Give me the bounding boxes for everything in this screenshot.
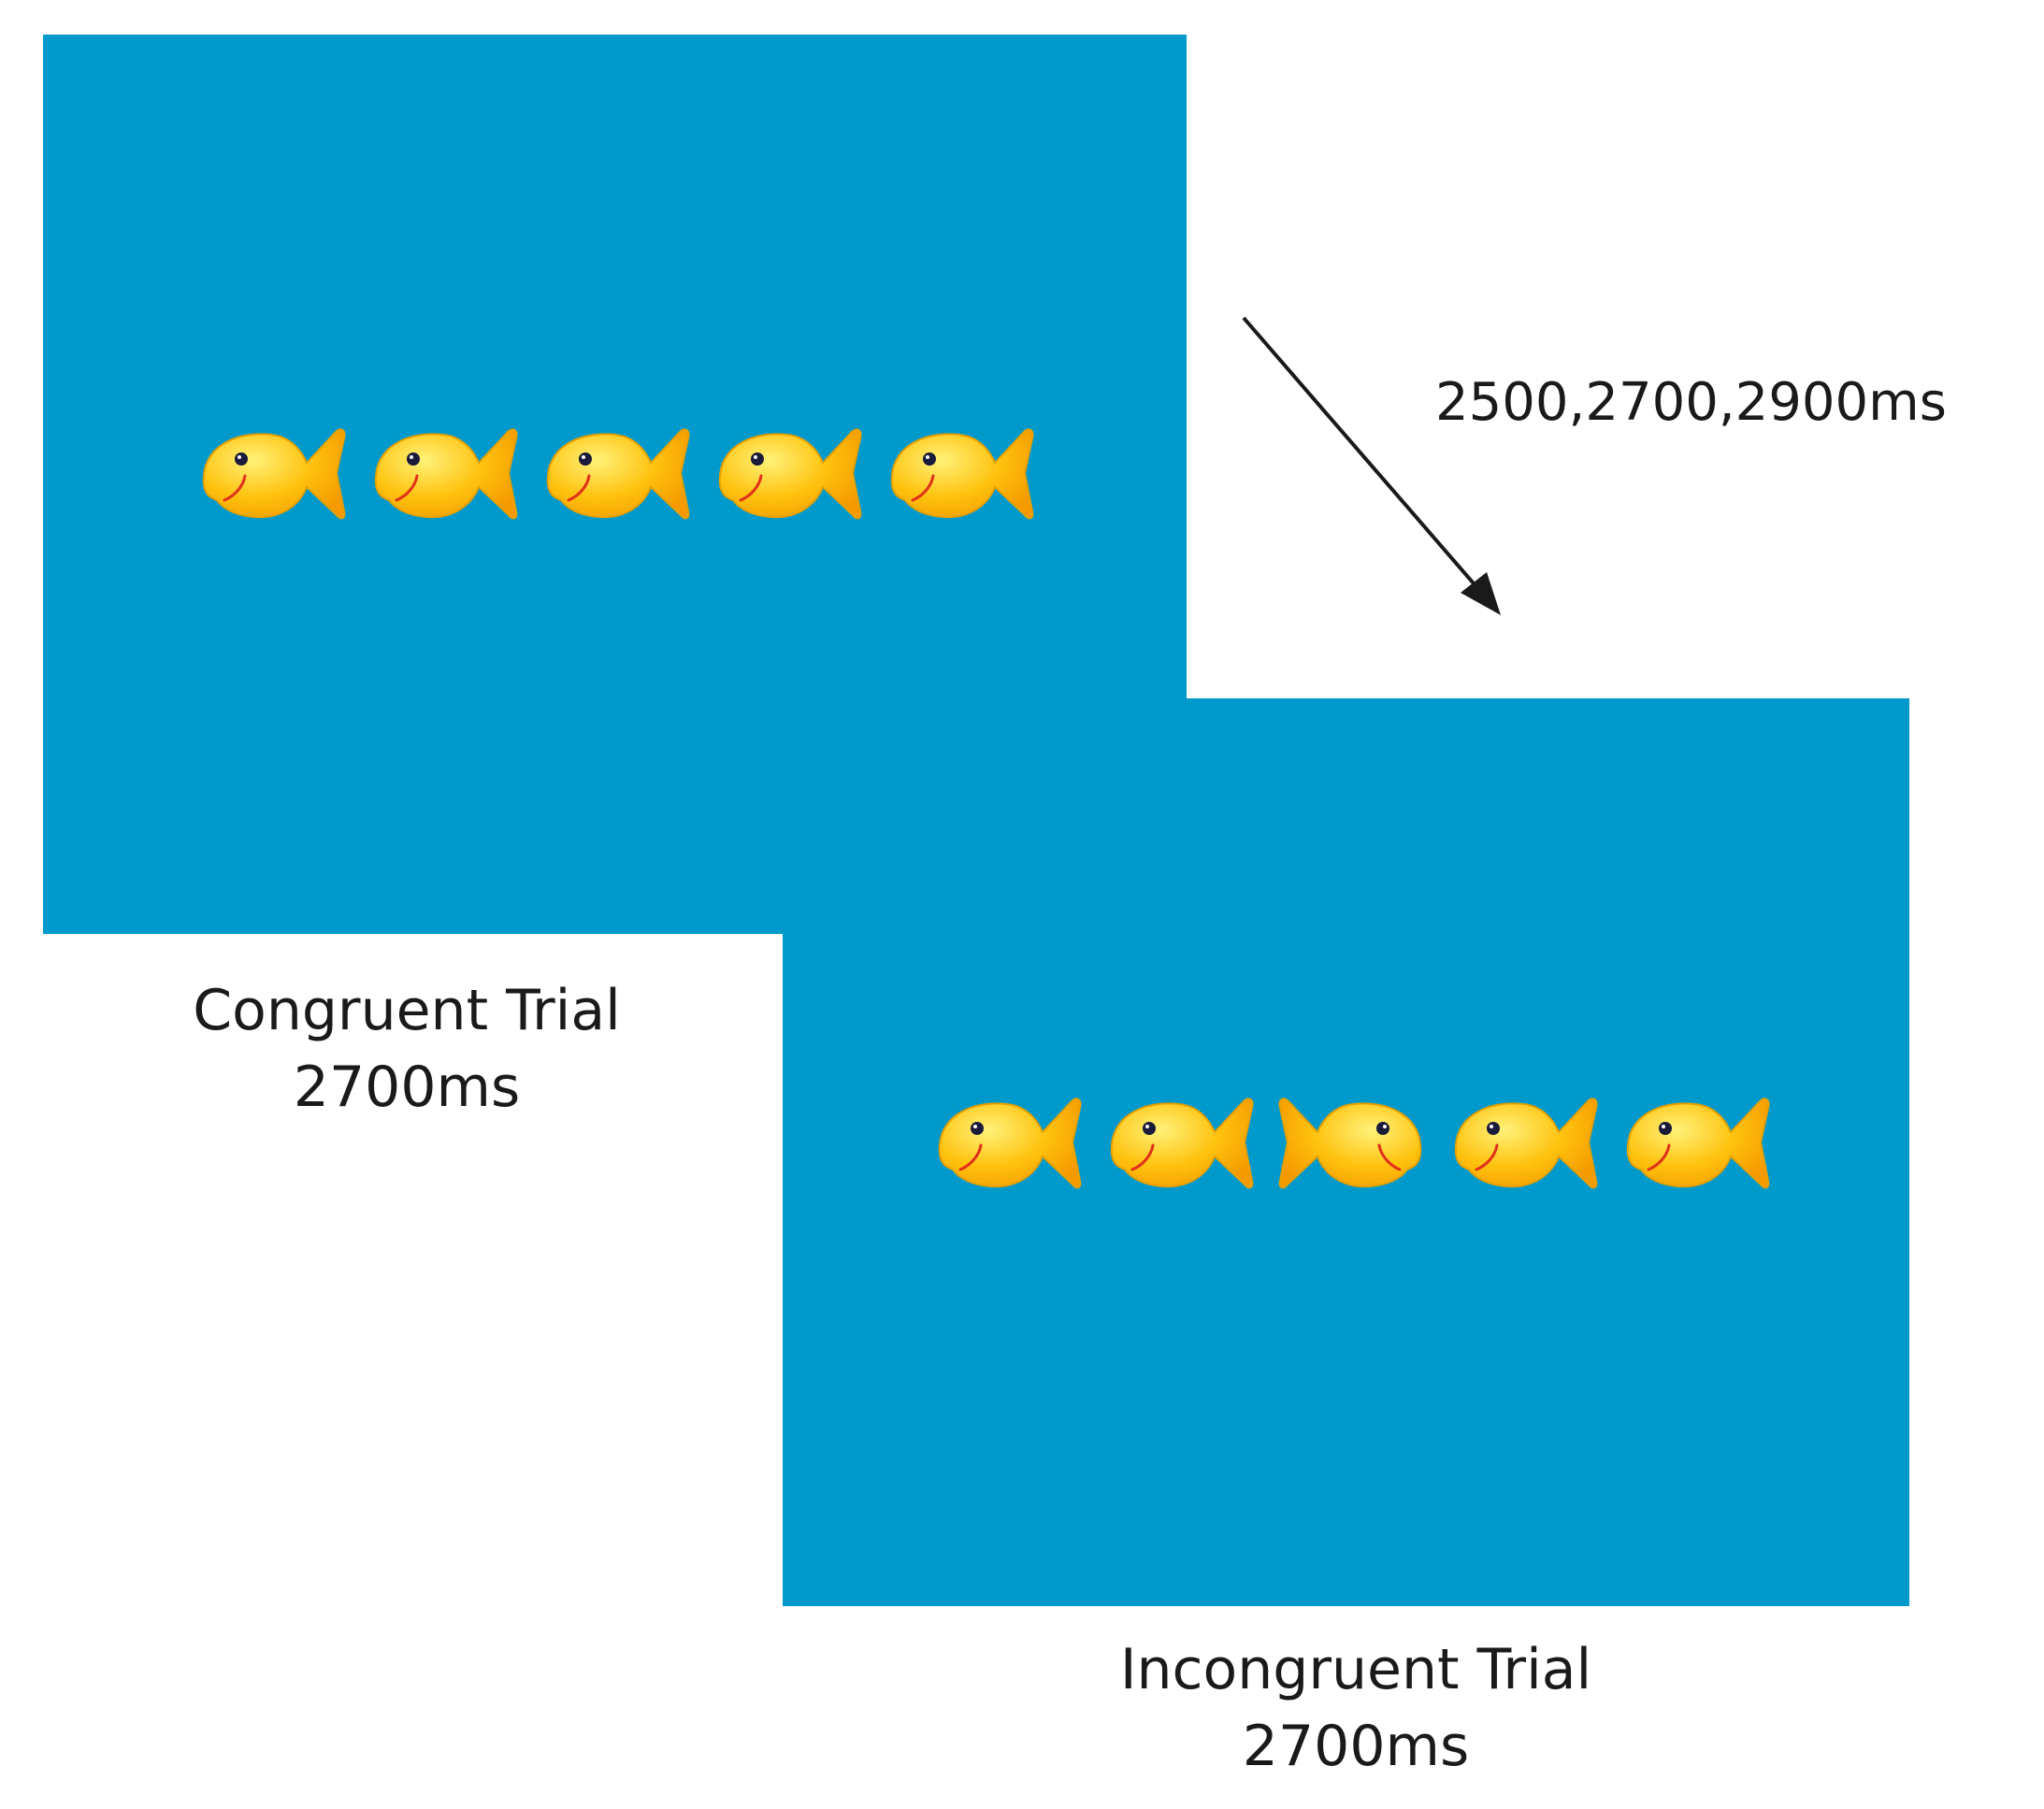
fish-icon bbox=[713, 422, 864, 524]
congruent-title: Congruent Trial bbox=[193, 978, 621, 1043]
incongruent-duration: 2700ms bbox=[1242, 1714, 1470, 1779]
congruent-caption: Congruent Trial 2700ms bbox=[140, 972, 673, 1126]
incongruent-caption: Incongruent Trial 2700ms bbox=[1075, 1631, 1636, 1785]
incongruent-fish-row bbox=[932, 1091, 1772, 1194]
congruent-fish-row bbox=[196, 422, 1036, 524]
incongruent-title: Incongruent Trial bbox=[1119, 1637, 1592, 1702]
fish-icon bbox=[540, 422, 692, 524]
fish-icon bbox=[885, 422, 1036, 524]
fish-icon bbox=[1620, 1091, 1772, 1194]
fish-icon bbox=[932, 1091, 1084, 1194]
fish-icon bbox=[1276, 1091, 1428, 1194]
inter-trial-interval-label: 2500,2700,2900ms bbox=[1435, 372, 1947, 433]
fish-icon bbox=[368, 422, 520, 524]
congruent-duration: 2700ms bbox=[293, 1055, 521, 1120]
fish-icon bbox=[196, 422, 348, 524]
fish-icon bbox=[1448, 1091, 1600, 1194]
fish-icon bbox=[1104, 1091, 1256, 1194]
transition-arrow-icon bbox=[1242, 316, 1501, 615]
incongruent-trial-screen bbox=[783, 698, 1909, 1606]
